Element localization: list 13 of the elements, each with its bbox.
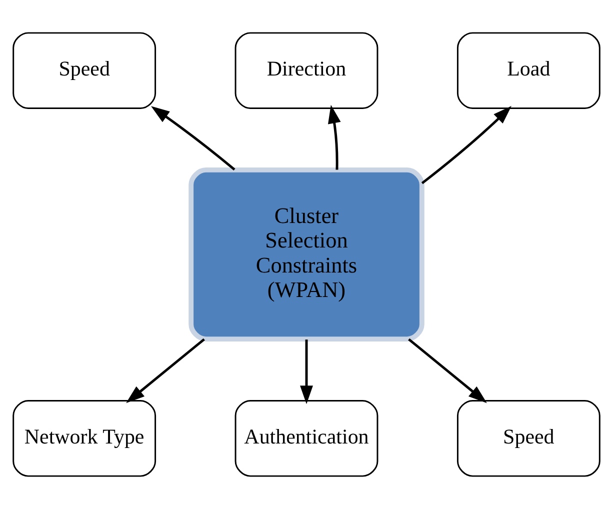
arrow bbox=[421, 105, 512, 184]
node-box: Authentication bbox=[234, 400, 378, 476]
node-box: Speed bbox=[12, 32, 156, 108]
node-box: Load bbox=[456, 32, 600, 108]
arrow bbox=[300, 339, 313, 404]
node-box: Direction bbox=[234, 32, 378, 108]
node-box: Cluster Selection Constraints (WPAN) bbox=[188, 166, 424, 342]
arrow bbox=[408, 338, 487, 403]
node-box: Speed bbox=[456, 400, 600, 476]
arrow bbox=[151, 106, 236, 170]
arrow bbox=[126, 338, 205, 403]
node-box: Network Type bbox=[12, 400, 156, 476]
arrow bbox=[328, 104, 341, 170]
